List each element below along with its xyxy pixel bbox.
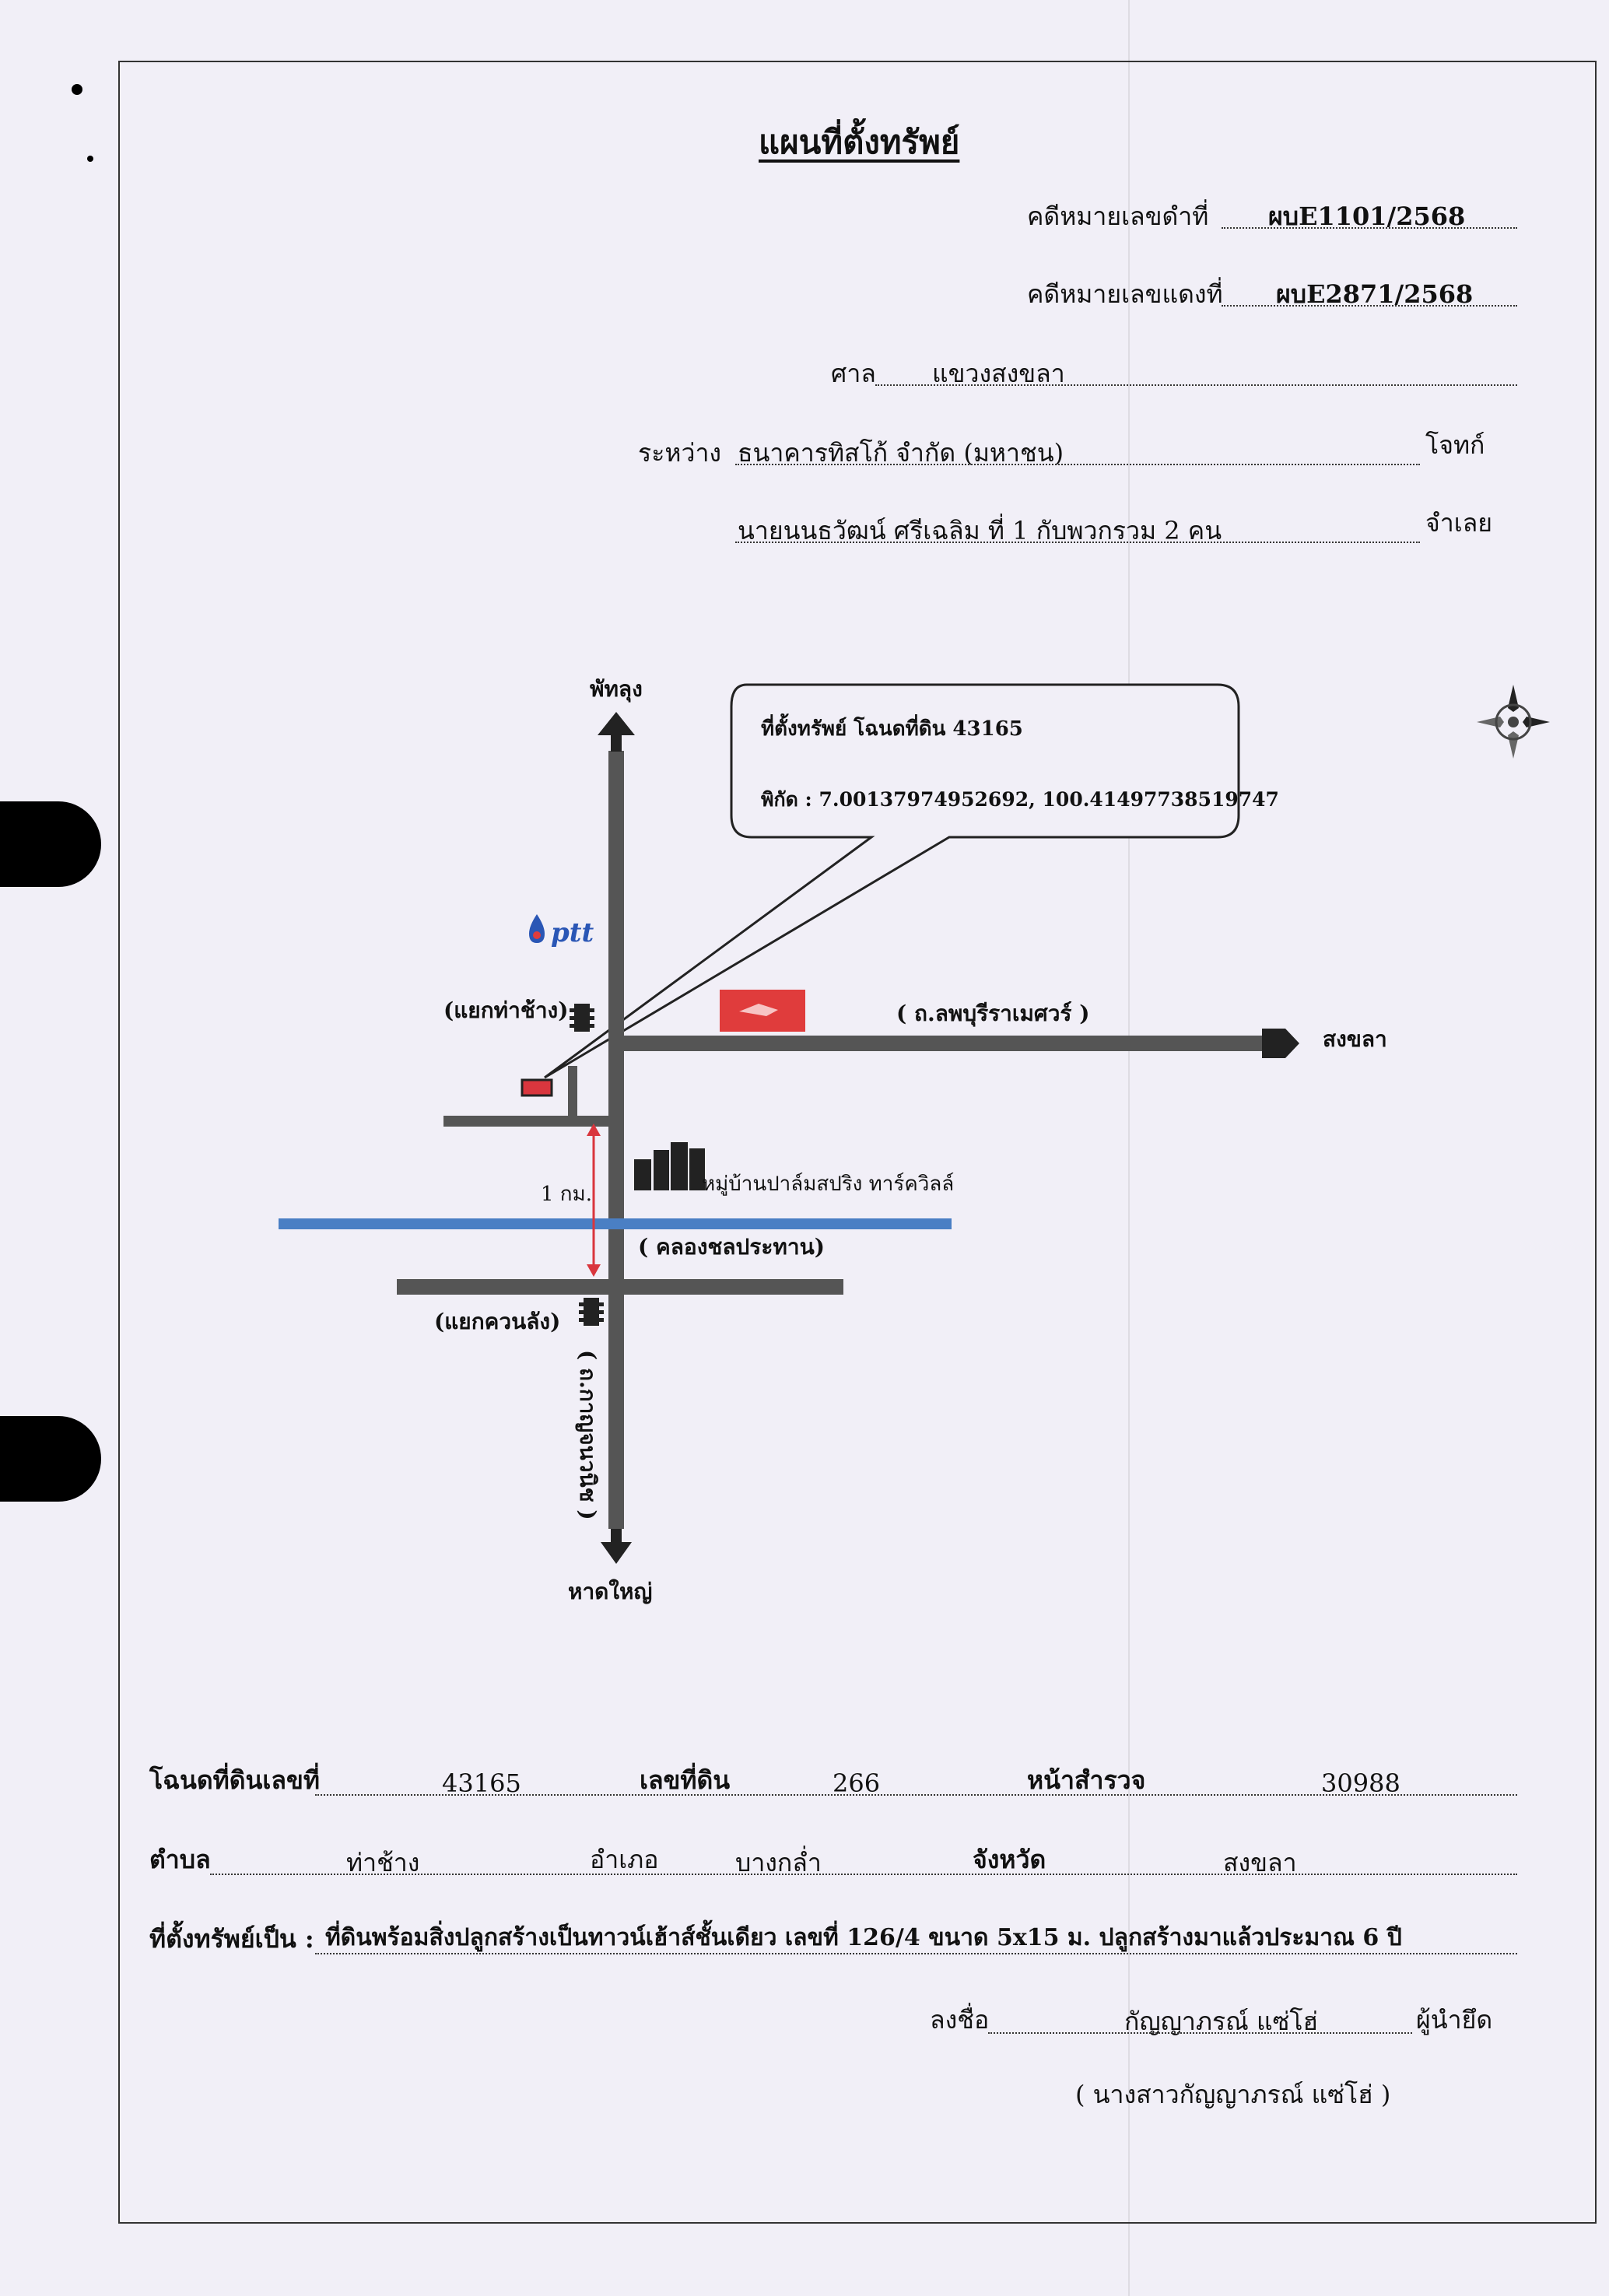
dotted-line bbox=[315, 1953, 1517, 1954]
dotted-line bbox=[875, 384, 1517, 386]
canal-label: ( คลองชลประทาน) bbox=[638, 1234, 825, 1260]
distance-label: 1 กม. bbox=[541, 1183, 592, 1206]
arrow-east-icon bbox=[1262, 1029, 1299, 1058]
land-no-value: 266 bbox=[833, 1768, 881, 1798]
dotted-line bbox=[988, 2032, 1412, 2034]
north-destination-label: พัทลุง bbox=[590, 676, 643, 703]
arrow-north-icon bbox=[598, 712, 635, 735]
plaintiff-label: โจทก์ bbox=[1425, 430, 1485, 460]
property-marker bbox=[521, 1078, 553, 1097]
deed-value: 43165 bbox=[442, 1768, 521, 1798]
arrow-south-icon bbox=[601, 1529, 632, 1564]
land-no-label: เลขที่ดิน bbox=[640, 1765, 731, 1795]
black-case-label: คดีหมายเลขดำที่ bbox=[1027, 202, 1209, 231]
signer-fullname: ( นางสาวกัญญาภรณ์ แซ่โฮ่ ) bbox=[1075, 2080, 1391, 2109]
traffic-light-icon bbox=[570, 1004, 594, 1032]
compass-icon bbox=[1477, 685, 1550, 759]
deed-label: โฉนดที่ดินเลขที่ bbox=[149, 1765, 320, 1795]
post-office-logo bbox=[739, 1004, 778, 1016]
arrow-north-stem bbox=[611, 734, 622, 752]
sign-label: ลงชื่อ bbox=[930, 2005, 990, 2035]
dotted-line bbox=[315, 1794, 1517, 1796]
survey-value: 30988 bbox=[1321, 1768, 1400, 1798]
dotted-line bbox=[1222, 305, 1517, 307]
distance-arrow-down-icon bbox=[587, 1264, 601, 1277]
east-destination-label: สงขลา bbox=[1323, 1026, 1387, 1052]
road-side-lane bbox=[568, 1066, 577, 1127]
ptt-logo-icon bbox=[529, 914, 545, 943]
black-case-value: ผบE1101/2568 bbox=[1268, 202, 1466, 231]
survey-label: หน้าสำรวจ bbox=[1027, 1765, 1146, 1795]
property-value: ที่ดินพร้อมสิ่งปลูกสร้างเป็นทาวน์เฮ้าส์ช… bbox=[325, 1924, 1402, 1951]
dotted-line bbox=[1222, 227, 1517, 229]
defendant-value: นายนนธวัฒน์ ศรีเฉลิม ที่ 1 กับพวกรวม 2 ค… bbox=[738, 516, 1222, 545]
traffic-light-icon bbox=[579, 1298, 604, 1326]
court-value: แขวงสงขลา bbox=[932, 359, 1065, 388]
callout-coordinates: พิกัด : 7.00137974952692, 100.4149773851… bbox=[761, 788, 1279, 811]
buildings-icon bbox=[634, 1142, 705, 1190]
red-case-value: ผบE2871/2568 bbox=[1276, 279, 1474, 309]
punch-hole bbox=[0, 801, 101, 887]
district-label: อำเภอ bbox=[590, 1845, 659, 1874]
signer-value: กัญญาภรณ์ แซ่โฮ่ bbox=[1124, 2007, 1319, 2036]
page-fold-line bbox=[1128, 0, 1130, 2296]
dotted-line bbox=[210, 1874, 1517, 1875]
page-border bbox=[118, 61, 1597, 2224]
road-cross-south bbox=[397, 1279, 843, 1295]
south-destination-label: หาดใหญ่ bbox=[568, 1579, 652, 1604]
callout-box bbox=[544, 683, 1240, 1079]
property-label: ที่ตั้งทรัพย์เป็น : bbox=[149, 1924, 314, 1954]
canal bbox=[279, 1218, 952, 1229]
dotted-line bbox=[735, 542, 1420, 543]
court-label: ศาล bbox=[831, 359, 876, 388]
junction-khuan-lang-label: (แยกควนลัง) bbox=[434, 1309, 560, 1334]
subdistrict-value: ท่าช้าง bbox=[346, 1848, 420, 1877]
sign-role: ผู้นำยึด bbox=[1416, 2005, 1493, 2035]
road-south-label: ( ถ.กาญจนวนิช ) bbox=[575, 1350, 601, 1520]
page-title: แผนที่ตั้งทรัพย์ bbox=[759, 123, 960, 161]
scan-speck bbox=[87, 156, 93, 162]
road-east bbox=[624, 1036, 1262, 1051]
between-label: ระหว่าง bbox=[638, 438, 722, 468]
village-label: หมู่บ้านปาล์มสปริง ทาร์ควิลล์ bbox=[702, 1173, 954, 1196]
main-road-north-south bbox=[608, 751, 624, 1529]
punch-hole bbox=[0, 1416, 101, 1502]
scan-speck bbox=[72, 84, 82, 95]
subdistrict-label: ตำบล bbox=[149, 1845, 211, 1874]
junction-tha-chang-label: (แยกท่าช้าง) bbox=[443, 997, 568, 1023]
province-value: สงขลา bbox=[1223, 1848, 1297, 1877]
province-label: จังหวัด bbox=[973, 1845, 1046, 1874]
road-west-spur bbox=[443, 1116, 608, 1127]
dotted-line bbox=[735, 464, 1420, 465]
callout-title: ที่ตั้งทรัพย์ โฉนดที่ดิน 43165 bbox=[761, 713, 1023, 741]
red-case-label: คดีหมายเลขแดงที่ bbox=[1027, 279, 1223, 309]
district-value: บางกล่ำ bbox=[735, 1848, 822, 1877]
ptt-label: ptt bbox=[551, 917, 594, 948]
defendant-label: จำเลย bbox=[1425, 508, 1493, 538]
plaintiff-value: ธนาคารทิสโก้ จำกัด (มหาชน) bbox=[738, 438, 1064, 468]
road-east-label: ( ถ.ลพบุรีราเมศวร์ ) bbox=[896, 1001, 1089, 1027]
distance-arrow-up-icon bbox=[587, 1123, 601, 1136]
